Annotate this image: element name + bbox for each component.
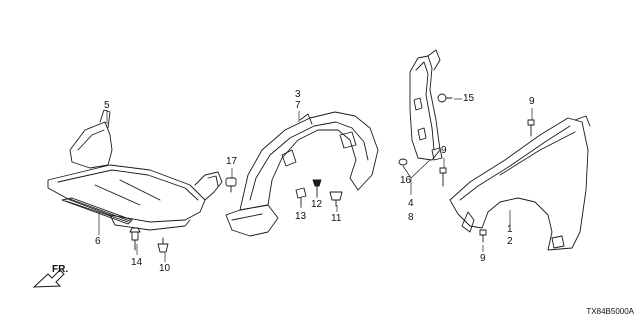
fastener-10 — [157, 237, 169, 253]
fastener-11 — [329, 191, 343, 207]
callout-3: 3 — [295, 89, 301, 100]
front-fender — [449, 115, 591, 251]
callout-10: 10 — [159, 263, 171, 274]
diagram-code: TX84B5000A — [586, 307, 634, 316]
fastener-17 — [225, 177, 237, 193]
fastener-15 — [437, 93, 453, 103]
callout-5: 5 — [104, 100, 110, 111]
bolt-9-lower — [479, 229, 487, 243]
callout-9-upper-left: 9 — [441, 145, 447, 156]
callout-9-upper-right: 9 — [529, 96, 535, 107]
callout-17: 17 — [226, 156, 238, 167]
callout-16: 16 — [400, 175, 412, 186]
callout-7: 7 — [295, 100, 301, 111]
fender-liner — [225, 111, 379, 237]
bolt-9-upper-left — [439, 167, 447, 187]
callout-8: 8 — [408, 212, 414, 223]
callout-1: 1 — [507, 224, 513, 235]
fastener-13 — [295, 187, 307, 207]
fender-bracket — [409, 49, 443, 161]
leader-lines — [98, 98, 533, 262]
callout-6: 6 — [95, 236, 101, 247]
under-strip — [61, 197, 133, 225]
callout-11: 11 — [331, 213, 342, 224]
front-direction-label: FR. — [52, 264, 69, 275]
fastener-16 — [398, 158, 408, 166]
front-under-cover — [47, 109, 223, 231]
callout-14: 14 — [131, 257, 143, 268]
front-direction-arrow-icon — [32, 269, 65, 288]
callout-12: 12 — [311, 199, 323, 210]
bolt-9-upper-right — [527, 119, 535, 137]
callout-2: 2 — [507, 236, 513, 247]
callout-15: 15 — [463, 93, 475, 104]
callout-13: 13 — [295, 211, 307, 222]
callout-4: 4 — [408, 198, 414, 209]
fastener-14 — [129, 227, 141, 251]
callout-9-lower: 9 — [480, 253, 486, 264]
fastener-12 — [312, 179, 322, 197]
